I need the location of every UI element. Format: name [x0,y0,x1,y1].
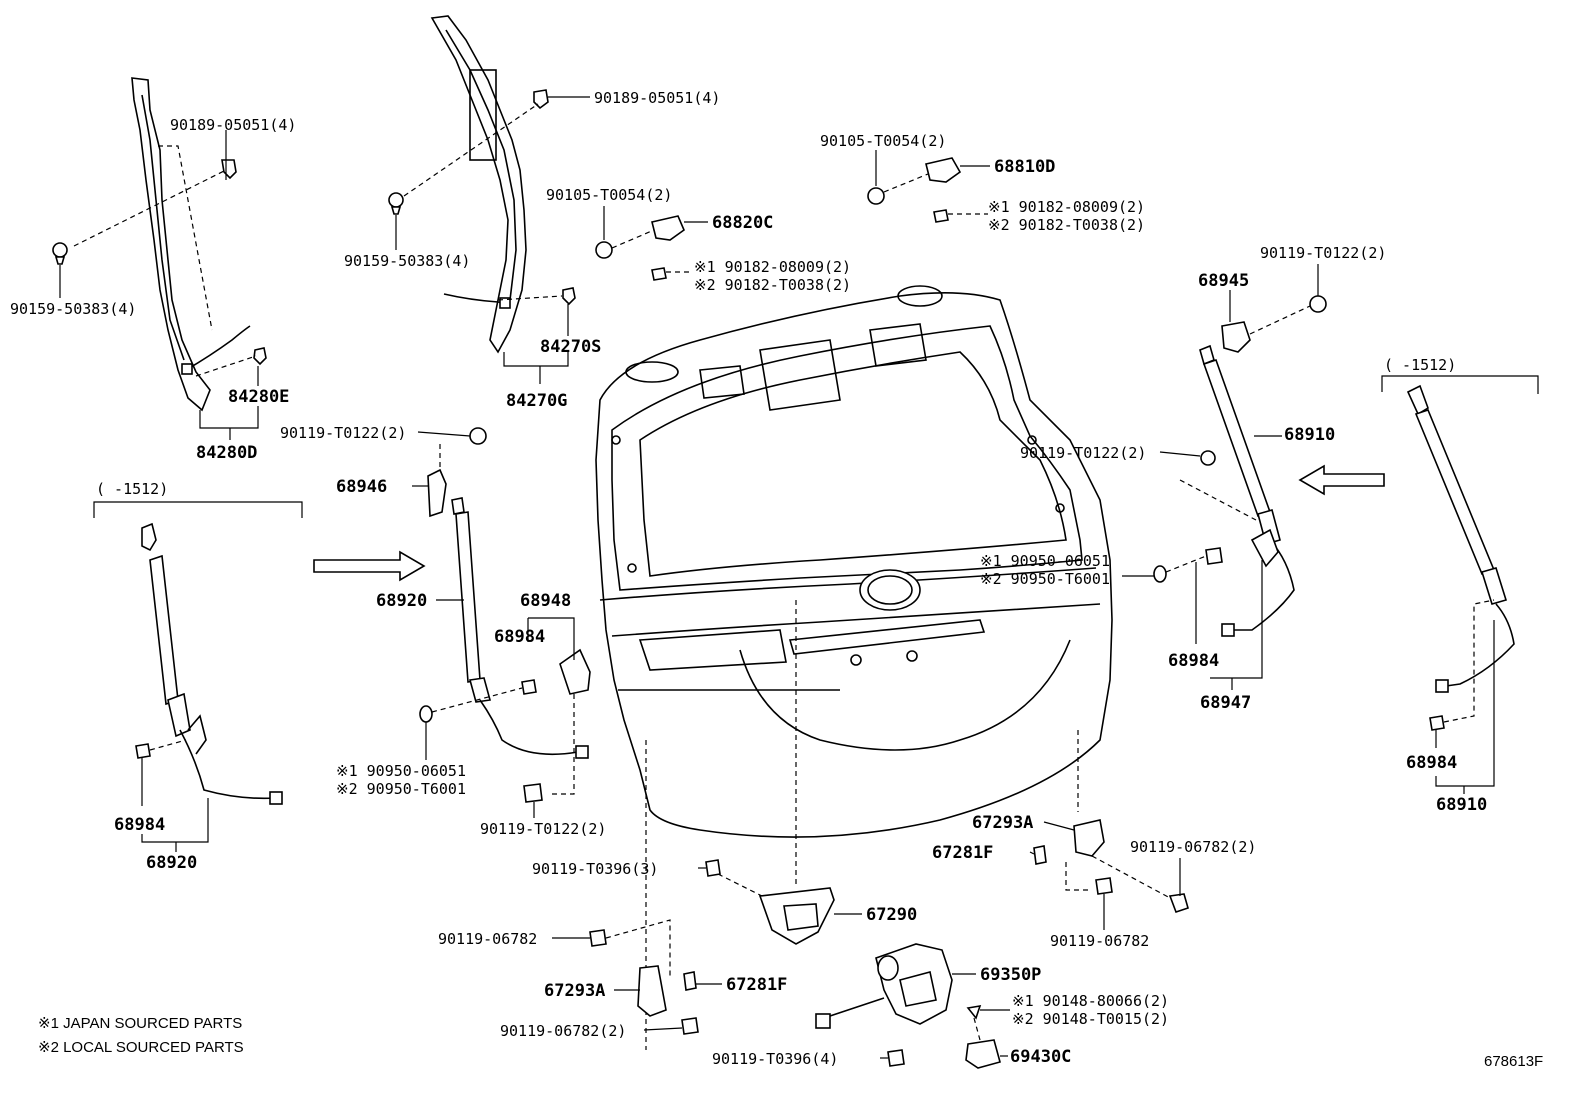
bracket-68946 [427,427,487,518]
label-67290: 67290 [866,905,917,925]
grommet-90950-b [1153,565,1167,583]
clip-84280E [253,347,267,366]
label-90950-T6001-b: ※2 90950-T6001 [980,570,1110,588]
lock-67290 [758,887,835,945]
label-68945: 68945 [1198,271,1249,291]
label-90189-05051-a: 90189-05051(4) [170,116,296,134]
sensor-68820C [595,215,685,281]
bracket-69430C [965,1039,1001,1069]
hinge-67293A-right [1033,819,1105,865]
label-90105-T0054-b: 90105-T0054(2) [820,132,946,150]
label-90119-T0122-c: 90119-T0122(2) [480,820,606,838]
label-90189-05051-b: 90189-05051(4) [594,89,720,107]
label-68984-b: 68984 [494,627,545,647]
bolt-90119-t0396-a [705,859,721,877]
label-68910-b: 68910 [1436,795,1487,815]
label-90119-T0122-a: 90119-T0122(2) [1260,244,1386,262]
sensor-68810D [867,157,962,223]
clip-90159-b [388,192,404,215]
label-90950-06051-b: ※1 90950-06051 [980,552,1110,570]
screw-90148 [966,1004,982,1020]
strut-68910-right [1199,344,1295,637]
bracket-68948 [521,648,591,695]
bolt-90119-t-c [523,783,543,803]
trim-84270G [430,15,527,354]
label-68947: 68947 [1200,693,1251,713]
clip-84270S [562,287,576,306]
strut-68920-center [451,497,589,759]
label-90119-T0122-d: 90119-T0122(2) [1020,444,1146,462]
bracket-68945 [1221,321,1251,353]
back-door-panel [595,285,1113,838]
label-68946: 68946 [336,477,387,497]
label-90950-T6001-a: ※2 90950-T6001 [336,780,466,798]
label-90182-T0038-a: ※2 90182-T0038(2) [694,276,851,294]
grommet-90950-a [419,705,433,723]
label-90119-T0122-b: 90119-T0122(2) [280,424,406,442]
arrow-left-icon [1298,464,1385,496]
note-japan-sourced: ※1 JAPAN SOURCED PARTS [38,1015,242,1032]
clip-68984-right [1429,715,1445,731]
bolt-90119-067-a [1168,893,1189,914]
trim-84280D [131,77,251,412]
closer-69350P [815,943,953,1029]
label-84270G: 84270G [506,391,567,411]
label-90119-T0396-b: 90119-T0396(4) [712,1050,838,1068]
label-90182-08009-b: ※1 90182-08009(2) [988,198,1145,216]
hinge-67293A-left [637,965,697,1017]
label-90148-80066: ※1 90148-80066(2) [1012,992,1169,1010]
clip-68984-left [135,743,151,759]
label-90159-50383-a: 90159-50383(4) [10,300,136,318]
label-range-left: ( -1512) [96,480,168,498]
label-68984-c: 68984 [1168,651,1219,671]
bolt-90119-t0396-b [887,1049,905,1067]
strut-68910-loose [1406,384,1515,693]
label-67281F-a: 67281F [932,843,993,863]
label-84280E: 84280E [228,387,289,407]
label-67293A-a: 67293A [972,813,1033,833]
label-67281F-b: 67281F [726,975,787,995]
bolt-90119-067-b [1095,877,1113,895]
label-90159-50383-b: 90159-50383(4) [344,252,470,270]
label-90105-T0054-a: 90105-T0054(2) [546,186,672,204]
label-68810D: 68810D [994,157,1055,177]
clip-90189-a [221,159,237,180]
label-68820C: 68820C [712,213,773,233]
clip-90159-a [52,242,68,265]
label-90119-06782-d: 90119-06782(2) [500,1022,626,1040]
note-local-sourced: ※2 LOCAL SOURCED PARTS [38,1039,244,1056]
label-69430C: 69430C [1010,1047,1071,1067]
diagram-id: 678613F [1484,1053,1543,1070]
label-90119-06782-b: 90119-06782 [1050,932,1149,950]
label-68920-a: 68920 [146,853,197,873]
label-84280D: 84280D [196,443,257,463]
strut-68920-left [141,522,283,805]
bolt-90119-067-c [589,929,607,947]
label-67293A-b: 67293A [544,981,605,1001]
label-68910-a: 68910 [1284,425,1335,445]
label-90148-T0015: ※2 90148-T0015(2) [1012,1010,1169,1028]
label-84270S: 84270S [540,337,601,357]
arrow-right-icon [313,550,426,582]
bracket-68947 [1205,528,1279,568]
label-90182-T0038-b: ※2 90182-T0038(2) [988,216,1145,234]
label-68948: 68948 [520,591,571,611]
clip-90189-b [533,89,549,110]
bolt-90119-t-d [1200,450,1216,466]
label-range-right: ( -1512) [1384,356,1456,374]
label-90950-06051-a: ※1 90950-06051 [336,762,466,780]
label-69350P: 69350P [980,965,1041,985]
bolt-90119-067-d [681,1017,699,1035]
bolt-90119-t-a [1309,295,1327,313]
label-90119-T0396-a: 90119-T0396(3) [532,860,658,878]
label-90182-08009-a: ※1 90182-08009(2) [694,258,851,276]
label-90119-06782-a: 90119-06782(2) [1130,838,1256,856]
label-68984-d: 68984 [1406,753,1457,773]
label-68984-a: 68984 [114,815,165,835]
label-68920-b: 68920 [376,591,427,611]
label-90119-06782-c: 90119-06782 [438,930,537,948]
